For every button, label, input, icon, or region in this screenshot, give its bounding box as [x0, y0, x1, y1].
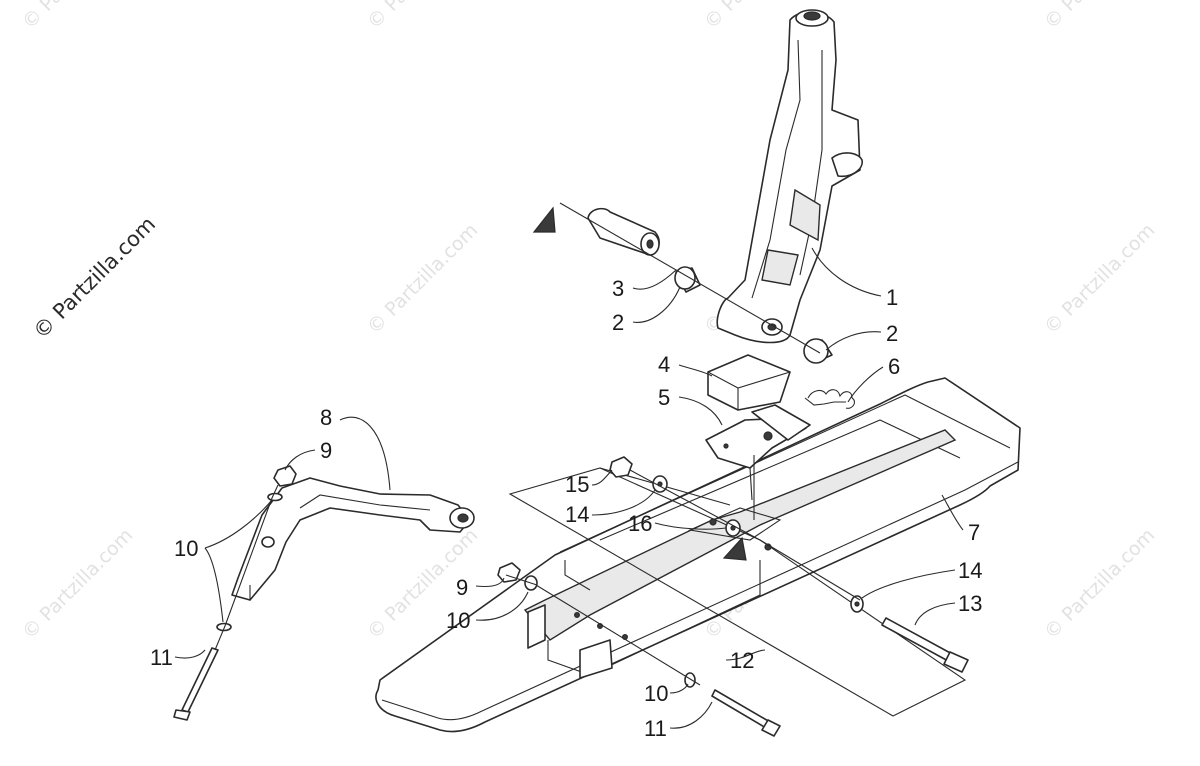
bolt-part-11-left: [173, 647, 219, 721]
callout-5: 5: [658, 385, 670, 410]
callout-3: 3: [612, 276, 624, 301]
callout-1: 1: [886, 285, 898, 310]
washer-part-10-upper: [267, 492, 283, 502]
loop-part-8: [231, 477, 475, 601]
callout-4: 4: [658, 352, 670, 377]
sleeve-part-3: [587, 207, 660, 256]
callout-14-lower: 14: [958, 558, 982, 583]
assembly-lines: [214, 455, 861, 686]
callout-10-mid: 10: [446, 608, 470, 633]
watermark: © Partzilla.com: [1040, 0, 1159, 34]
callout-11-bottom: 11: [644, 716, 667, 741]
callout-14-upper: 14: [565, 502, 589, 527]
watermark: © Partzilla.com: [1040, 524, 1159, 643]
callout-7: 7: [968, 520, 980, 545]
site-credit: © Partzilla.com: [29, 212, 161, 344]
watermark: © Partzilla.com: [1040, 219, 1159, 338]
washer-part-10-bottom: [684, 672, 696, 688]
callout-15: 15: [565, 472, 589, 497]
bushing-part-2-right: [803, 338, 833, 364]
callout-2-right: 2: [886, 321, 898, 346]
reference-arrow-upper: [532, 206, 556, 233]
leader-lines: [174, 247, 964, 729]
watermark: © Partzilla.com: [363, 0, 482, 34]
nut-part-9-lower: [497, 562, 521, 583]
watermark: © Partzilla.com: [363, 219, 482, 338]
nut-part-9-upper: [273, 465, 297, 487]
callout-10-bottom: 10: [644, 681, 668, 706]
callout-12: 12: [730, 648, 754, 673]
callout-8: 8: [320, 405, 332, 430]
bolt-part-11-bottom: [711, 689, 781, 737]
axis-line: [559, 202, 821, 354]
callout-2-left: 2: [612, 310, 624, 335]
callout-16: 16: [628, 511, 652, 536]
nut-part-15: [609, 456, 633, 478]
bumper-part-4: [707, 354, 791, 411]
callout-9-upper: 9: [320, 438, 332, 463]
reference-arrow-lower: [722, 536, 747, 561]
spindle-part-1: [716, 9, 863, 344]
watermark: © Partzilla.com: [18, 524, 137, 643]
watermark: © Partzilla.com: [18, 0, 137, 34]
spring-part-6: [804, 389, 855, 409]
bushing-part-2-left: [674, 266, 701, 293]
callout-13: 13: [958, 591, 982, 616]
callout-labels: 1 2 2 3 4 5 6 7 8 9 10 11 9 10 15 14 16 …: [150, 276, 982, 741]
callout-6: 6: [888, 354, 900, 379]
bolt-part-13: [881, 617, 969, 673]
callout-10-left: 10: [174, 536, 198, 561]
callout-11-left: 11: [150, 645, 173, 670]
callout-9-lower: 9: [456, 575, 468, 600]
bracket-part-5: [705, 404, 811, 501]
ski-part-7: [375, 377, 1021, 733]
